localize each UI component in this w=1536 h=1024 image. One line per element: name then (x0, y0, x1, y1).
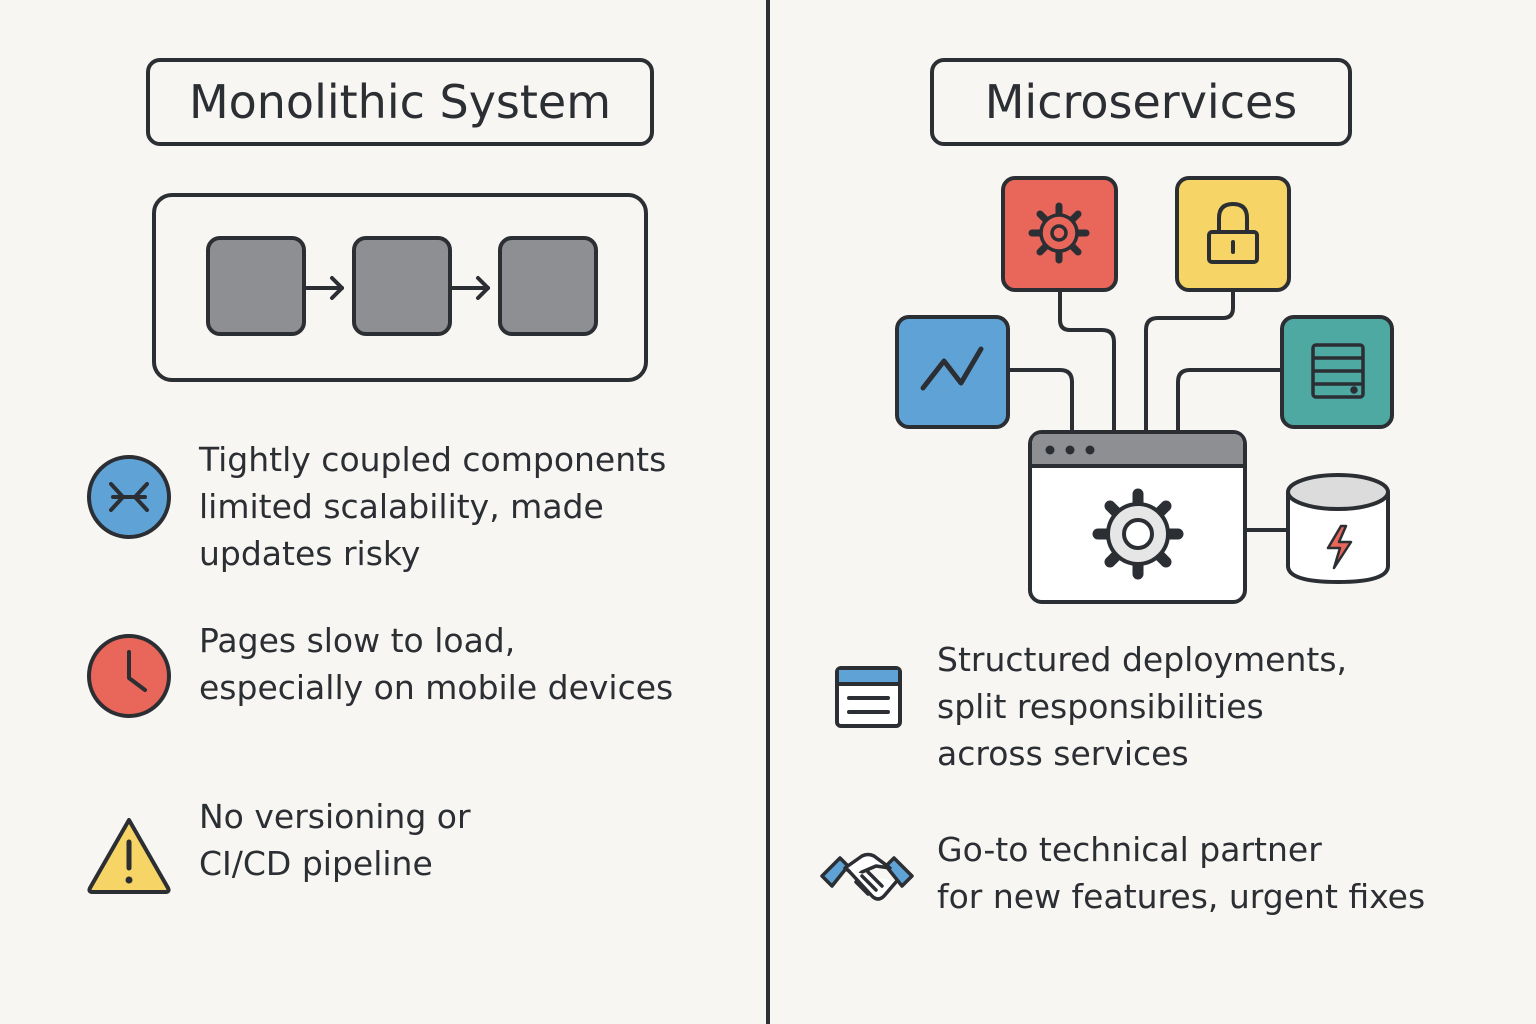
point-technical-partner: Go-to technical partner for new features… (937, 830, 1426, 916)
server-icon (1311, 343, 1365, 399)
coupled-x-icon (87, 455, 171, 539)
point-structured-deployments: Structured deployments, split responsibi… (937, 640, 1348, 773)
gear-icon (1028, 202, 1090, 264)
gear-icon (1092, 488, 1184, 580)
point-coupled-components: Tightly coupled components limited scala… (199, 440, 667, 573)
central-app-window (1028, 430, 1247, 604)
gear-service (1001, 176, 1118, 292)
warning-icon (87, 818, 171, 894)
microservices-title: Microservices (930, 58, 1352, 146)
chart-service (895, 315, 1010, 429)
lock-service (1175, 176, 1291, 292)
point-no-versioning: No versioning or CI/CD pipeline (199, 797, 471, 883)
trend-chart-icon (920, 346, 984, 391)
module-box-1 (206, 236, 306, 336)
lock-icon (1207, 202, 1259, 264)
monolithic-title: Monolithic System (146, 58, 654, 146)
server-service (1280, 315, 1394, 429)
module-box-3 (498, 236, 598, 336)
monolith-diagram (152, 193, 648, 382)
database-lightning-icon (1286, 473, 1390, 585)
panel-divider (766, 0, 770, 1024)
point-slow-pages: Pages slow to load, especially on mobile… (199, 621, 674, 707)
service-connectors (1008, 290, 1288, 532)
handshake-icon (820, 852, 914, 901)
arrow-right-icon (302, 276, 344, 300)
arrow-right-icon (448, 276, 490, 300)
clock-icon (87, 634, 171, 718)
document-list-icon (835, 666, 902, 728)
module-box-2 (352, 236, 452, 336)
